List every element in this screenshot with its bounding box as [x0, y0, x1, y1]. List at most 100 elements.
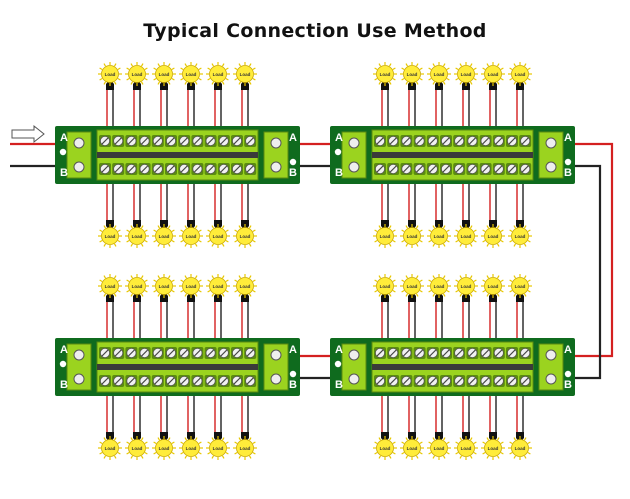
- screw: [348, 161, 360, 173]
- screw: [270, 137, 282, 149]
- load-label: Load: [488, 446, 499, 451]
- load-label: Load: [515, 446, 526, 451]
- load-label: Load: [213, 72, 224, 77]
- load-bulb: Load: [233, 224, 257, 248]
- screw: [270, 349, 282, 361]
- load-label: Load: [488, 284, 499, 289]
- load-label: Load: [159, 72, 170, 77]
- screw: [73, 161, 85, 173]
- load-label: Load: [213, 234, 224, 239]
- load-bulb: Load: [454, 224, 478, 248]
- load-label: Load: [186, 72, 197, 77]
- screw: [270, 373, 282, 385]
- load-bulb: Load: [373, 274, 397, 298]
- load-bulb: Load: [508, 274, 532, 298]
- load-label: Load: [213, 284, 224, 289]
- load-bulb: Load: [508, 62, 532, 86]
- load-label: Load: [407, 446, 418, 451]
- center-divider: [97, 152, 258, 158]
- load-bulb: Load: [373, 224, 397, 248]
- load-bulb: Load: [373, 436, 397, 460]
- load-bulb: Load: [233, 62, 257, 86]
- center-divider: [372, 364, 533, 370]
- terminal-b-label: B: [289, 379, 297, 391]
- load-label: Load: [240, 284, 251, 289]
- load-label: Load: [488, 234, 499, 239]
- load-label: Load: [461, 446, 472, 451]
- terminal-a-label: A: [289, 344, 297, 356]
- load-label: Load: [488, 72, 499, 77]
- load-label: Load: [240, 446, 251, 451]
- boards-layer: LoadLoadLoadLoadLoadLoadLoadLoadLoadLoad…: [55, 62, 575, 460]
- load-bulb: Load: [179, 274, 203, 298]
- load-label: Load: [105, 234, 116, 239]
- screw: [545, 137, 557, 149]
- terminal-a-label: A: [289, 132, 297, 144]
- load-label: Load: [515, 284, 526, 289]
- loop-negative-wire: [565, 164, 602, 380]
- load-label: Load: [380, 72, 391, 77]
- center-divider: [97, 364, 258, 370]
- load-label: Load: [240, 234, 251, 239]
- load-label: Load: [213, 446, 224, 451]
- terminal-b-label: B: [335, 167, 343, 179]
- load-bulb: Load: [508, 436, 532, 460]
- terminal-a-label: A: [60, 344, 68, 356]
- load-bulb: Load: [481, 274, 505, 298]
- load-label: Load: [240, 72, 251, 77]
- load-bulb: Load: [400, 436, 424, 460]
- load-bulb: Load: [427, 224, 451, 248]
- load-label: Load: [434, 72, 445, 77]
- terminal-b-label: B: [564, 379, 572, 391]
- load-bulb: Load: [400, 274, 424, 298]
- load-bulb: Load: [400, 224, 424, 248]
- load-bulb: Load: [508, 224, 532, 248]
- screw: [73, 349, 85, 361]
- terminal-a-label: A: [60, 132, 68, 144]
- load-bulb: Load: [179, 62, 203, 86]
- load-label: Load: [434, 284, 445, 289]
- load-bulb: Load: [98, 224, 122, 248]
- load-label: Load: [186, 446, 197, 451]
- mount-hole: [59, 360, 67, 368]
- load-bulb: Load: [427, 62, 451, 86]
- board-bottom-right: LoadLoadLoadLoadLoadLoadLoadLoadLoadLoad…: [330, 274, 575, 460]
- terminal-b-label: B: [335, 379, 343, 391]
- load-bulb: Load: [206, 62, 230, 86]
- load-bulb: Load: [125, 224, 149, 248]
- load-bulb: Load: [152, 62, 176, 86]
- load-bulb: Load: [98, 436, 122, 460]
- screw: [348, 373, 360, 385]
- load-bulb: Load: [206, 274, 230, 298]
- screw: [545, 373, 557, 385]
- terminal-a-label: A: [335, 344, 343, 356]
- terminal-a-label: A: [564, 344, 572, 356]
- load-bulb: Load: [125, 436, 149, 460]
- load-label: Load: [515, 234, 526, 239]
- loop-positive-wire: [565, 142, 614, 358]
- load-label: Load: [461, 72, 472, 77]
- center-divider: [372, 152, 533, 158]
- load-label: Load: [380, 446, 391, 451]
- load-label: Load: [515, 72, 526, 77]
- load-bulb: Load: [481, 224, 505, 248]
- load-label: Load: [105, 72, 116, 77]
- board-top-left: LoadLoadLoadLoadLoadLoadLoadLoadLoadLoad…: [55, 62, 300, 248]
- load-bulb: Load: [206, 224, 230, 248]
- screw: [73, 373, 85, 385]
- terminal-b-label: B: [60, 167, 68, 179]
- mount-hole: [59, 148, 67, 156]
- load-label: Load: [159, 234, 170, 239]
- load-label: Load: [461, 284, 472, 289]
- load-label: Load: [186, 234, 197, 239]
- load-label: Load: [132, 234, 143, 239]
- load-label: Load: [105, 284, 116, 289]
- load-label: Load: [105, 446, 116, 451]
- mount-hole: [334, 148, 342, 156]
- load-bulb: Load: [481, 436, 505, 460]
- mount-hole: [289, 158, 297, 166]
- load-bulb: Load: [179, 436, 203, 460]
- mount-hole: [564, 370, 572, 378]
- load-label: Load: [461, 234, 472, 239]
- load-label: Load: [407, 72, 418, 77]
